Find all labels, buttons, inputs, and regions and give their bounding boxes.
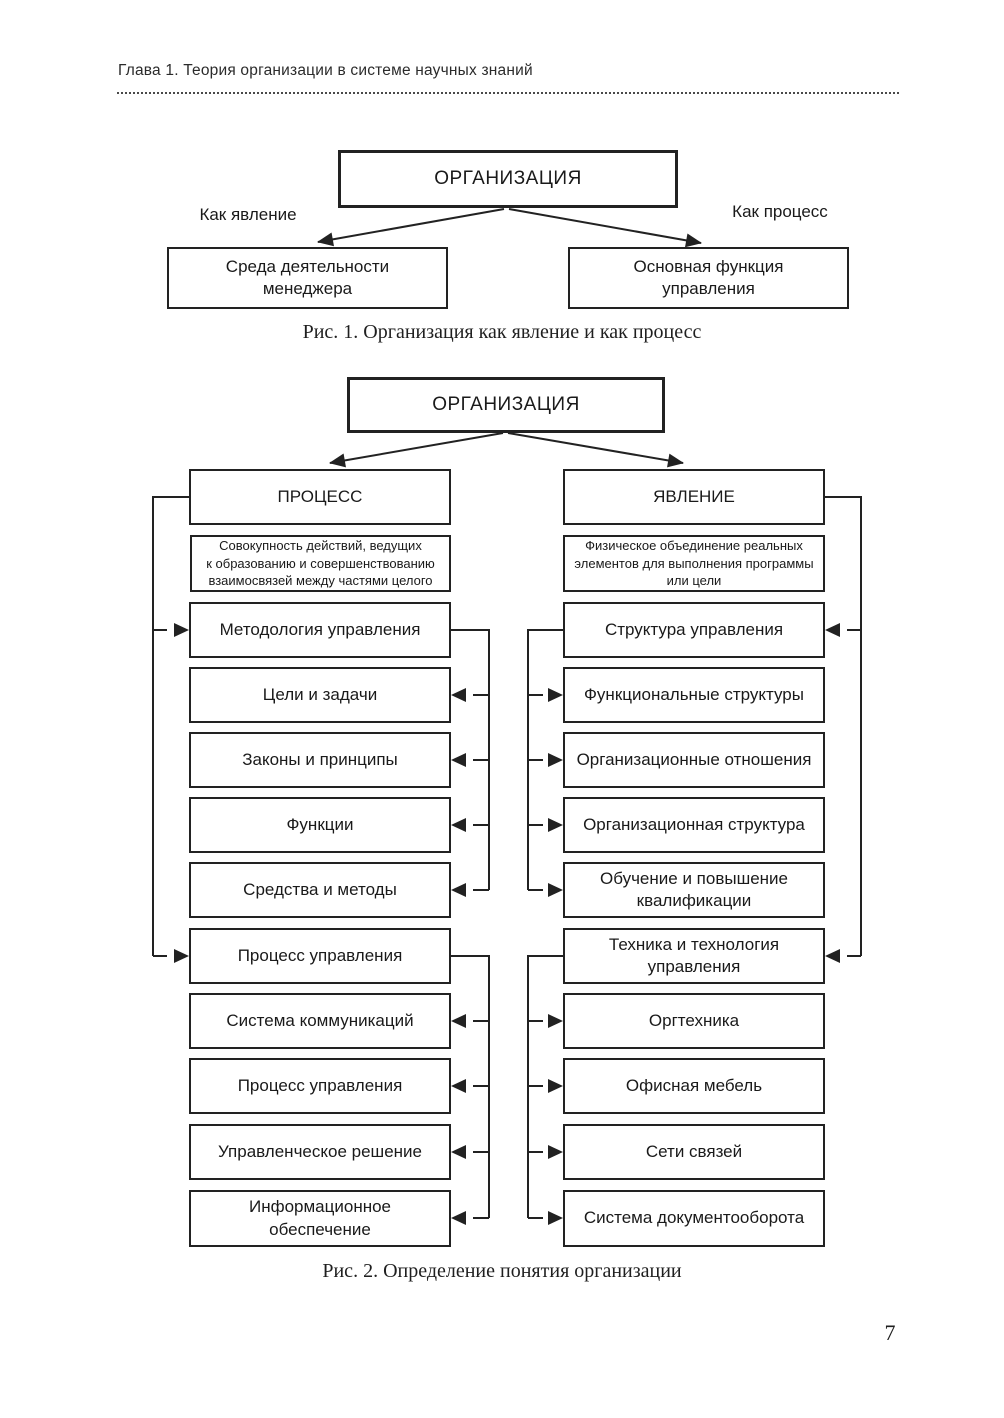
fig2-process-description-box: Совокупность действий, ведущих к образов… xyxy=(190,535,451,592)
fig2-process-header-box: ПРОЦЕСС xyxy=(189,469,451,525)
fig2-right-item-box: Функциональные структуры xyxy=(563,667,825,723)
fig2-left-item-box: Законы и принципы xyxy=(189,732,451,788)
fig2-caption: Рис. 2. Определение понятия организации xyxy=(322,1260,682,1282)
fig1-root-box: ОРГАНИЗАЦИЯ xyxy=(338,150,678,208)
fig2-left-item-box: Функции xyxy=(189,797,451,853)
fig1-left-box: Среда деятельности менеджера xyxy=(167,247,448,309)
fig2-right-item-box: Структура управления xyxy=(563,602,825,658)
fig2-right-item-box: Офисная мебель xyxy=(563,1058,825,1114)
fig2-left-item-box: Процесс управления xyxy=(189,928,451,984)
fig1-right-label: Как процесс xyxy=(732,202,828,221)
fig2-right-item-box: Организационные отношения xyxy=(563,732,825,788)
chapter-header: Глава 1. Теория организации в системе на… xyxy=(118,62,533,79)
header-divider xyxy=(117,92,899,94)
fig2-left-item-box: Информационное обеспечение xyxy=(189,1190,451,1247)
fig2-phenomenon-description-box: Физическое объединение реальных элементо… xyxy=(563,535,825,592)
fig2-phenomenon-header-box: ЯВЛЕНИЕ xyxy=(563,469,825,525)
fig2-right-item-box: Система документооборота xyxy=(563,1190,825,1247)
fig2-left-item-box: Цели и задачи xyxy=(189,667,451,723)
fig2-left-item-box: Управленческое решение xyxy=(189,1124,451,1180)
fig2-right-item-box: Организационная структура xyxy=(563,797,825,853)
page-number: 7 xyxy=(884,1320,896,1345)
fig2-root-box: ОРГАНИЗАЦИЯ xyxy=(347,377,665,433)
fig2-right-item-box: Оргтехника xyxy=(563,993,825,1049)
fig2-left-item-box: Система коммуникаций xyxy=(189,993,451,1049)
fig1-right-box: Основная функция управления xyxy=(568,247,849,309)
fig2-left-item-box: Средства и методы xyxy=(189,862,451,918)
fig1-left-label: Как явление xyxy=(199,205,297,224)
fig1-caption: Рис. 1. Организация как явление и как пр… xyxy=(302,321,702,343)
fig2-right-item-box: Обучение и повышение квалификации xyxy=(563,862,825,918)
fig2-left-item-box: Методология управления xyxy=(189,602,451,658)
fig2-right-item-box: Сети связей xyxy=(563,1124,825,1180)
fig2-left-item-box: Процесс управления xyxy=(189,1058,451,1114)
fig2-right-item-box: Техника и технология управления xyxy=(563,928,825,984)
